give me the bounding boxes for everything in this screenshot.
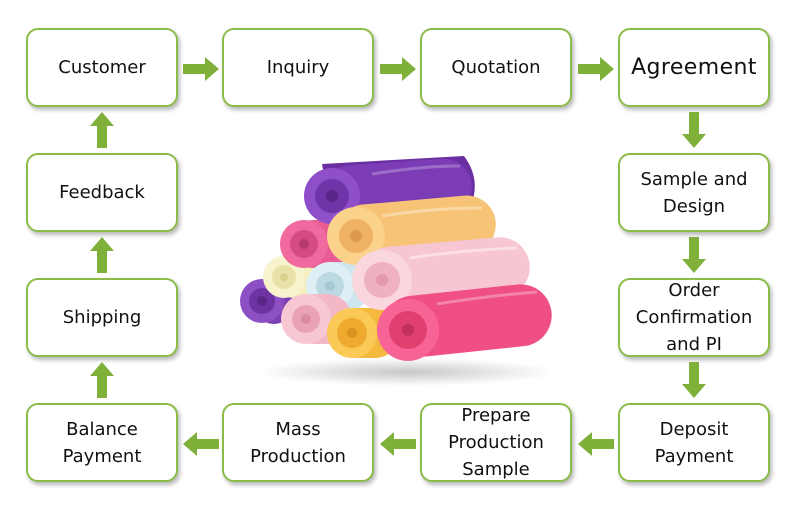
arrow-down-icon	[682, 112, 706, 148]
step-sample-and-design: Sample and Design	[618, 153, 770, 232]
step-quotation: Quotation	[420, 28, 572, 107]
arrow-left-icon	[183, 432, 219, 456]
arrow-down-icon	[682, 362, 706, 398]
arrow-left-icon	[380, 432, 416, 456]
step-prepare-production-sample: Prepare Production Sample	[420, 403, 572, 482]
step-prepare-production-sample-label: Prepare Production Sample	[448, 405, 544, 480]
step-mass-production-label: Mass Production	[250, 418, 346, 467]
step-inquiry-label: Inquiry	[266, 57, 330, 78]
step-agreement: Agreement	[618, 28, 770, 107]
step-quotation-label: Quotation	[451, 57, 541, 78]
step-shipping-label: Shipping	[62, 307, 142, 328]
arrow-right-icon	[578, 57, 614, 81]
step-shipping: Shipping	[26, 278, 178, 357]
step-balance-payment: Balance Payment	[26, 403, 178, 482]
arrow-up-icon	[90, 362, 114, 398]
step-deposit-payment: Deposit Payment	[618, 403, 770, 482]
step-customer: Customer	[26, 28, 178, 107]
step-feedback-label: Feedback	[59, 182, 145, 203]
step-order-confirmation-label: Order Confirmation and PI	[635, 280, 753, 355]
arrow-right-icon	[183, 57, 219, 81]
step-customer-label: Customer	[58, 57, 146, 78]
rolled-towels-stack-image	[240, 156, 557, 386]
step-inquiry: Inquiry	[222, 28, 374, 107]
step-feedback: Feedback	[26, 153, 178, 232]
step-sample-and-design-label: Sample and Design	[640, 168, 748, 217]
arrow-up-icon	[90, 237, 114, 273]
step-mass-production: Mass Production	[222, 403, 374, 482]
step-order-confirmation: Order Confirmation and PI	[618, 278, 770, 357]
arrow-left-icon	[578, 432, 614, 456]
arrow-right-icon	[380, 57, 416, 81]
step-balance-payment-label: Balance Payment	[62, 418, 142, 467]
arrow-up-icon	[90, 112, 114, 148]
arrow-down-icon	[682, 237, 706, 273]
step-deposit-payment-label: Deposit Payment	[654, 418, 734, 467]
step-agreement-label: Agreement	[631, 55, 757, 80]
